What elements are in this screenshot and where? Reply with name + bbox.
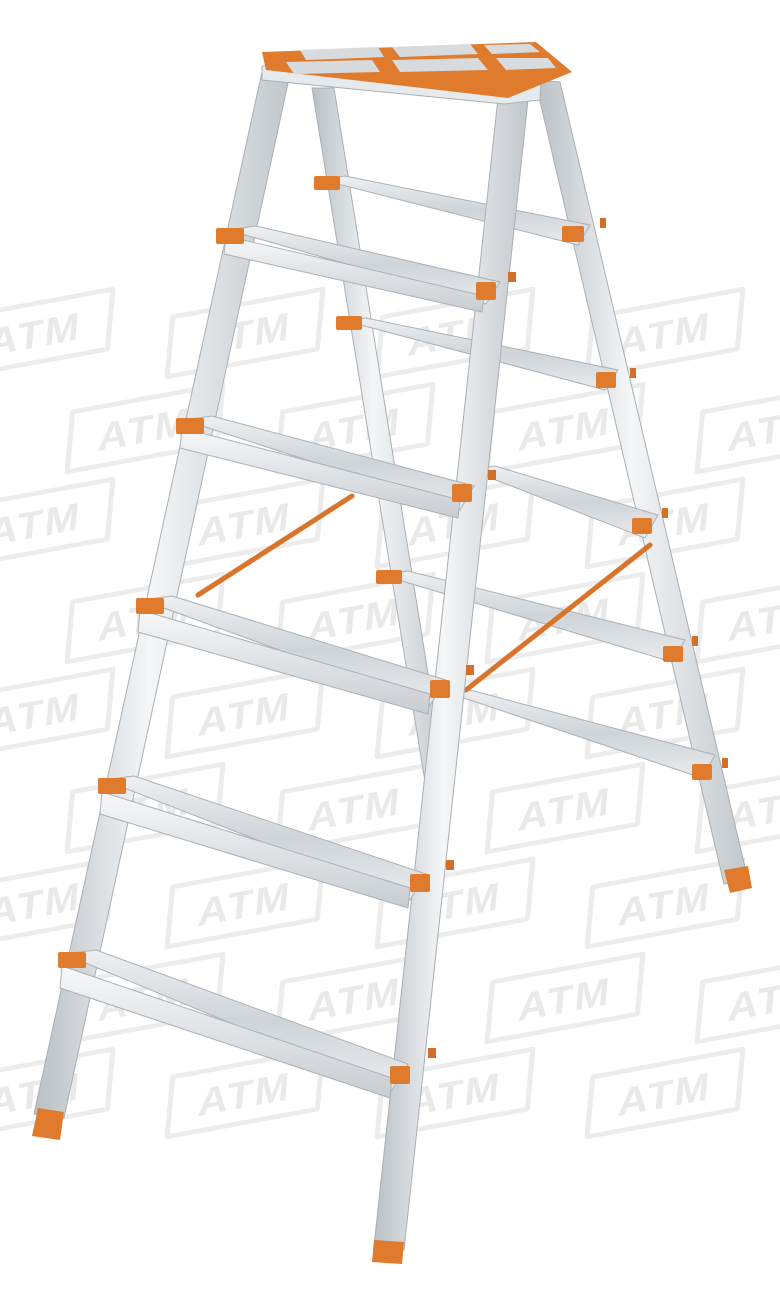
- bracket: [692, 764, 712, 780]
- bracket: [430, 680, 450, 698]
- left-spreader: [195, 493, 355, 598]
- front-step-face: [137, 609, 431, 715]
- front-left-foot: [32, 1108, 64, 1140]
- bracket: [452, 484, 472, 502]
- front-frame: [32, 42, 728, 1264]
- front-step-face: [59, 965, 393, 1099]
- rivet: [508, 272, 516, 282]
- platform-slot: [392, 58, 488, 72]
- bracket: [596, 372, 616, 388]
- bracket: [376, 570, 402, 584]
- rear-right-foot: [724, 866, 752, 893]
- bracket: [336, 316, 362, 330]
- rivet: [630, 368, 636, 378]
- bracket: [98, 778, 126, 794]
- rivet: [722, 758, 728, 768]
- platform-slot: [392, 44, 478, 57]
- front-step-face: [99, 791, 411, 909]
- bracket: [390, 1066, 410, 1084]
- rivets: [428, 218, 728, 1058]
- spreader-bars: [195, 493, 653, 693]
- front-step-face: [223, 235, 485, 313]
- bracket: [562, 226, 584, 242]
- bracket: [632, 518, 652, 534]
- rivet: [488, 470, 496, 480]
- rivet: [466, 665, 474, 675]
- bracket: [410, 874, 430, 892]
- platform-slot: [496, 58, 556, 70]
- bracket: [663, 646, 683, 662]
- rear-brackets: [314, 176, 712, 780]
- front-step-face: [179, 427, 461, 519]
- right-spreader: [463, 542, 653, 693]
- rivet: [446, 860, 454, 870]
- bracket: [58, 952, 86, 968]
- rivet: [692, 636, 698, 646]
- front-brackets: [58, 228, 496, 1084]
- rear-step: [321, 175, 591, 246]
- rear-right-rail: [534, 79, 749, 885]
- bracket: [476, 282, 496, 300]
- top-platform: [261, 42, 572, 105]
- rivet: [428, 1048, 436, 1058]
- front-steps: [59, 225, 501, 1099]
- rivet: [662, 508, 668, 518]
- platform-slot: [286, 60, 380, 74]
- rear-step: [453, 689, 716, 779]
- platform-slot: [300, 47, 384, 60]
- bracket: [176, 418, 204, 434]
- rivet: [600, 218, 606, 228]
- bracket: [136, 598, 164, 614]
- bracket: [216, 228, 244, 244]
- platform-slot: [484, 44, 540, 54]
- bracket: [314, 176, 340, 190]
- rear-step: [381, 570, 686, 663]
- front-right-foot: [372, 1240, 404, 1264]
